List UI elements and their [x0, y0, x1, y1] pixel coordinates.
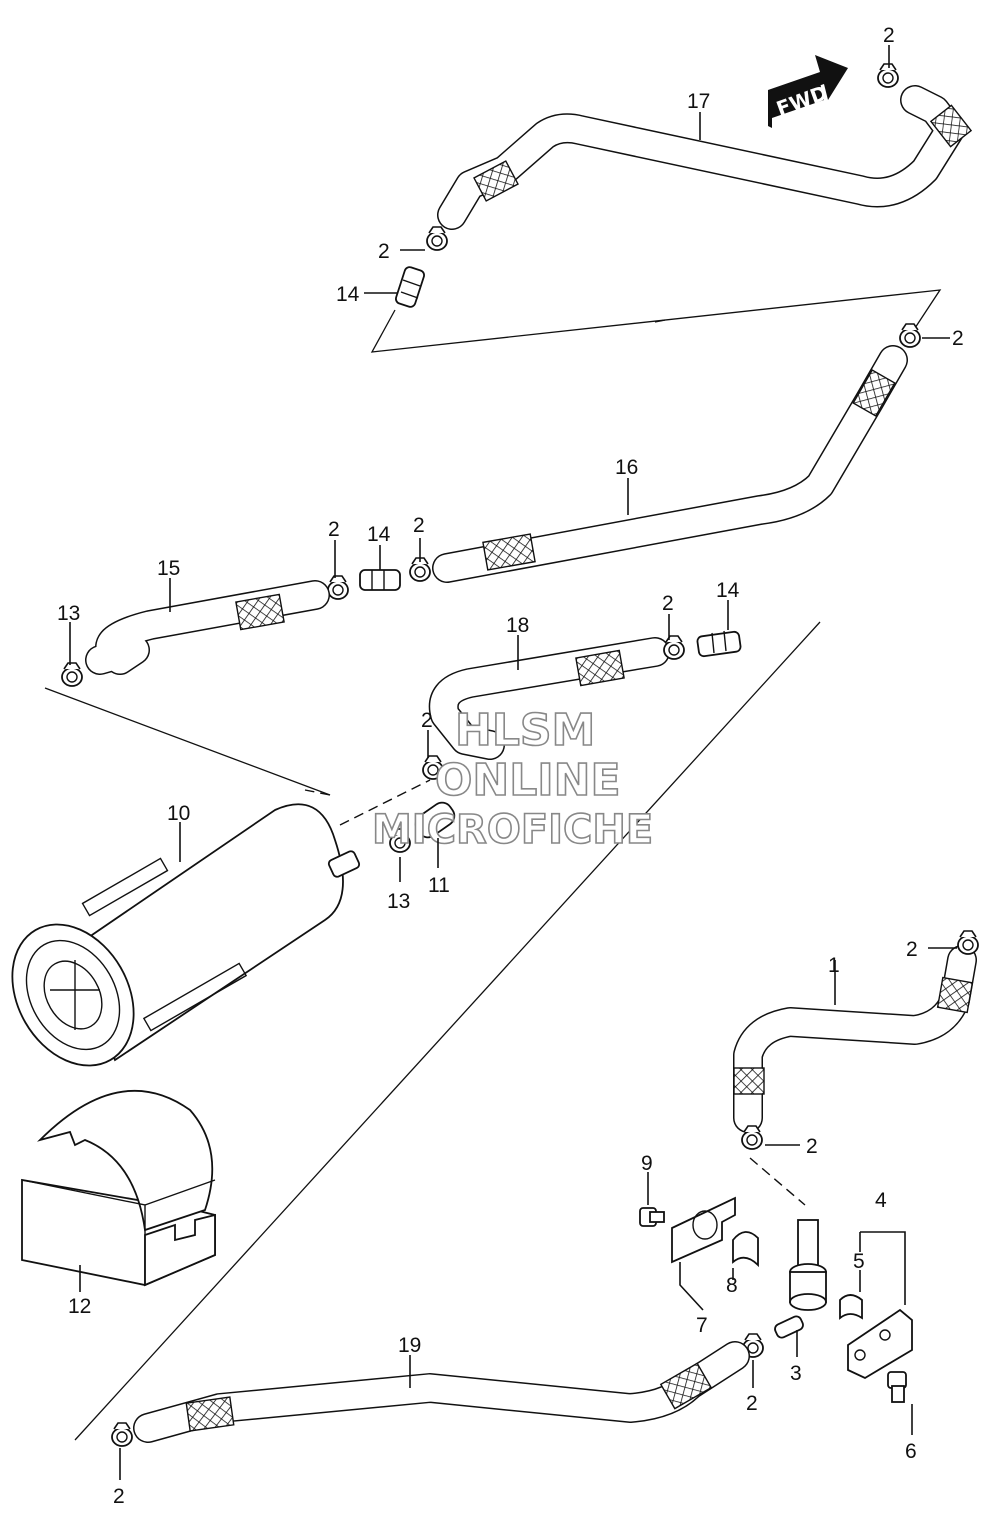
callout-13: 13	[387, 890, 410, 913]
callout-14: 14	[367, 523, 391, 546]
callout-2: 2	[906, 938, 918, 961]
cushion-8[interactable]	[732, 1231, 759, 1268]
callout-2: 2	[413, 514, 425, 537]
callout-5: 5	[853, 1250, 865, 1273]
watermark-line-2: ONLINE	[435, 755, 621, 806]
bracket-12[interactable]	[21, 1089, 216, 1287]
callout-14: 14	[336, 283, 360, 306]
clamp-icon[interactable]	[899, 323, 921, 348]
clamp-icon[interactable]	[663, 635, 685, 660]
hose-11[interactable]	[412, 799, 459, 842]
clamp-icon[interactable]	[61, 662, 83, 687]
bolt-6[interactable]	[887, 1371, 907, 1403]
callout-8: 8	[726, 1274, 738, 1297]
hose-16[interactable]	[432, 345, 908, 583]
bolt-9[interactable]	[639, 1207, 665, 1227]
callout-11: 11	[428, 874, 450, 897]
clamp-icon[interactable]	[877, 63, 899, 88]
callout-17: 17	[687, 90, 710, 113]
callout-7: 7	[696, 1314, 708, 1337]
hose-19[interactable]	[133, 1341, 750, 1443]
guide-lines	[44, 289, 942, 1441]
canister-10[interactable]	[0, 803, 361, 1087]
hose-18[interactable]	[428, 637, 670, 760]
bracket-4[interactable]	[847, 1308, 913, 1380]
callout-2: 2	[378, 240, 390, 263]
clamp-icon[interactable]	[111, 1422, 133, 1447]
callout-2: 2	[113, 1485, 125, 1508]
watermark-line-3: MICROFICHE	[372, 807, 653, 853]
clamp-icon[interactable]	[327, 575, 349, 600]
callout-10: 10	[167, 802, 190, 825]
clamp-icon[interactable]	[741, 1125, 763, 1150]
watermark: HLSM ONLINE MICROFICHE	[371, 704, 654, 854]
callout-9: 9	[641, 1152, 653, 1175]
hose-15[interactable]	[85, 580, 330, 675]
callout-2: 2	[883, 24, 895, 47]
callout-labels: 2 17 2 14 2 16 2 14 2 15 13 2 14 18 2 10…	[57, 24, 964, 1508]
fitting-14-top[interactable]	[395, 266, 426, 308]
callout-15: 15	[157, 557, 180, 580]
callout-3: 3	[790, 1362, 802, 1385]
fwd-arrow-icon: FWD	[768, 55, 848, 128]
clamp-icon[interactable]	[957, 930, 979, 955]
callout-12: 12	[68, 1295, 91, 1318]
callout-2: 2	[952, 327, 964, 350]
fitting-14-middle[interactable]	[359, 569, 401, 591]
callout-16: 16	[615, 456, 638, 479]
callout-19: 19	[398, 1334, 421, 1357]
leader-lines	[69, 45, 957, 1480]
callout-2: 2	[746, 1392, 758, 1415]
clamp-icon[interactable]	[426, 226, 448, 251]
callout-6: 6	[905, 1440, 917, 1463]
callout-2: 2	[328, 518, 340, 541]
callout-1: 1	[828, 954, 840, 977]
valve-3[interactable]	[773, 1219, 827, 1339]
callout-18: 18	[506, 614, 529, 637]
bracket-7[interactable]	[671, 1196, 736, 1264]
hose-1[interactable]	[733, 945, 977, 1133]
fitting-14-right[interactable]	[696, 630, 742, 658]
callout-2: 2	[421, 709, 433, 732]
watermark-line-1: HLSM	[455, 705, 595, 756]
callout-2: 2	[806, 1135, 818, 1158]
callout-2: 2	[662, 592, 674, 615]
callout-13: 13	[57, 602, 80, 625]
callout-4: 4	[875, 1189, 887, 1212]
hose-17[interactable]	[437, 85, 973, 230]
callout-14: 14	[716, 579, 740, 602]
clamp-5[interactable]	[839, 1294, 863, 1320]
